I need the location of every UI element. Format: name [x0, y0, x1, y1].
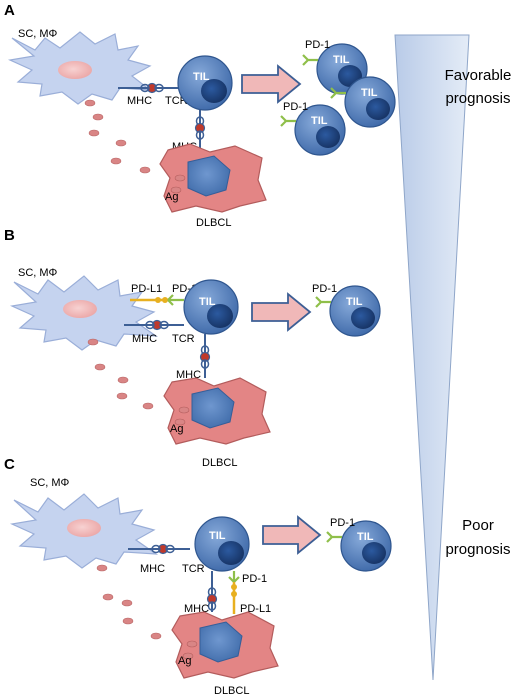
mhc-left-label: MHC	[127, 95, 152, 107]
right-til-label: TIL	[357, 531, 374, 543]
til-nucleus	[207, 304, 233, 328]
mhc-left-label: MHC	[132, 333, 157, 345]
dlbcl-label: DLBCL	[196, 217, 231, 229]
stromal-cell-nucleus	[63, 300, 97, 318]
pd1-label: PD-1	[242, 573, 267, 585]
pd1-receptor-icon	[330, 87, 346, 99]
mhc-left-label: MHC	[140, 563, 165, 575]
pd1-label: PD-1	[330, 517, 355, 529]
poor-label-line2: prognosis	[445, 541, 510, 558]
favorable-label-line2: prognosis	[445, 90, 510, 107]
pd1-label: PD-1	[305, 39, 330, 51]
antigen-particles	[96, 564, 162, 640]
tcr-label: TCR	[182, 563, 205, 575]
dlbcl-nucleus	[191, 387, 235, 429]
panel-b: B SC, MΦ PD-L1 PD-1 MHC TCR TIL	[4, 227, 381, 469]
pd1-receptor-icon	[302, 54, 318, 66]
til-label: TIL	[209, 530, 226, 542]
antigen-particles	[84, 99, 151, 174]
antigen-complex	[157, 543, 169, 555]
antigen-complex	[151, 319, 163, 331]
stromal-cell-nucleus	[67, 519, 101, 537]
right-til-label: TIL	[346, 296, 363, 308]
dlbcl-nucleus	[199, 621, 243, 663]
pd1-receptor-icon	[167, 294, 184, 306]
antigen-particles	[87, 338, 154, 410]
tcr-label: TCR	[172, 333, 195, 345]
pd1-label: PD-1	[283, 101, 308, 113]
ag-label: Ag	[178, 655, 191, 667]
ag-label: Ag	[170, 423, 183, 435]
pd1-receptor-icon	[228, 571, 240, 583]
sc-label: SC, MΦ	[18, 28, 58, 40]
right-til-label: TIL	[361, 87, 378, 99]
pd1-receptor-icon	[280, 115, 296, 127]
panel-a: A SC, MΦ MHC TCR TIL MHC	[4, 2, 396, 229]
dlbcl-label: DLBCL	[202, 457, 237, 469]
til-nucleus	[201, 79, 227, 103]
til-cell	[194, 516, 250, 572]
panel-letter-c: C	[4, 456, 15, 473]
panel-letter-b: B	[4, 227, 15, 244]
expansion-arrow	[262, 515, 322, 555]
right-til-1: TIL PD-1	[326, 517, 392, 572]
pd1-label: PD-1	[312, 283, 337, 295]
poor-label-line1: Poor	[462, 517, 494, 534]
right-til-1: TIL PD-1	[312, 283, 381, 337]
pd1-receptor-icon	[315, 296, 331, 308]
prognosis-gradient-wedge	[394, 34, 470, 681]
dlbcl-label: DLBCL	[214, 685, 249, 697]
pdl1-label: PD-L1	[131, 283, 162, 295]
dlbcl-nucleus	[187, 155, 231, 197]
right-til-label: TIL	[311, 115, 328, 127]
pd1-receptor-icon	[326, 531, 342, 543]
stromal-cell-nucleus	[58, 61, 92, 79]
til-label: TIL	[199, 296, 216, 308]
sc-label: SC, MΦ	[18, 267, 58, 279]
til-label: TIL	[193, 71, 210, 83]
panel-c: C SC, MΦ MHC TCR TIL MHC PD-1 P	[4, 456, 392, 697]
right-til-label: TIL	[333, 54, 350, 66]
til-nucleus	[218, 541, 244, 565]
ag-label: Ag	[165, 191, 178, 203]
right-til-3: TIL PD-1	[280, 101, 346, 156]
expansion-arrow	[251, 292, 312, 332]
sc-label: SC, MΦ	[30, 477, 70, 489]
panel-letter-a: A	[4, 2, 15, 19]
expansion-arrow	[241, 64, 302, 104]
favorable-label-line1: Favorable	[445, 67, 512, 84]
antigen-complex	[146, 82, 158, 94]
right-til-2: TIL	[330, 76, 396, 128]
